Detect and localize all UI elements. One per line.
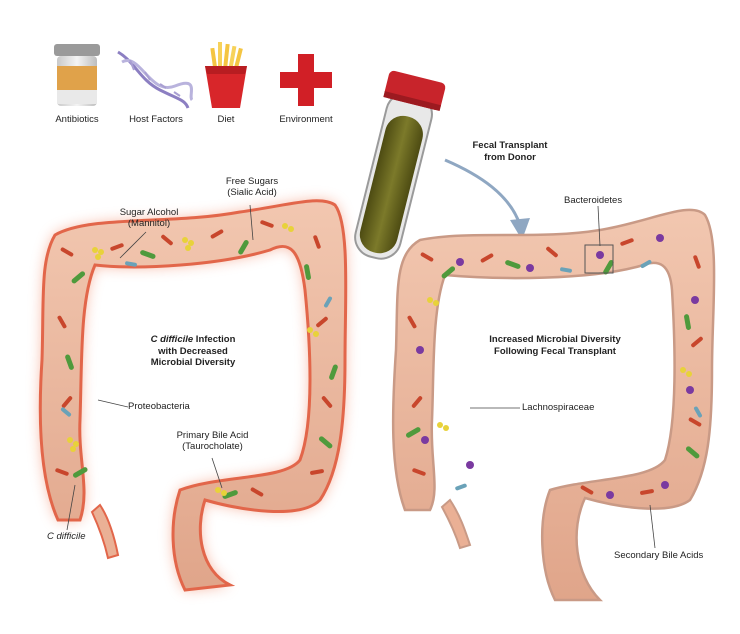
transplant-line1: Fecal Transplant [472,140,548,151]
proteobacteria-label: Proteobacteria [128,401,190,412]
secondary-bile-acids-label: Secondary Bile Acids [614,550,704,561]
right-colon-title: Increased Microbial Diversity Following … [470,334,640,357]
c-difficile-label: C difficile [47,531,86,542]
sugar-alcohol-line1: Sugar Alcohol [119,207,179,218]
lachnospiraceae-label: Lachnospiraceae [522,402,595,413]
sugar-alcohol-line2: (Mannitol) [127,218,171,229]
dna-icon [117,50,194,109]
sugar-alcohol-label: Sugar Alcohol (Mannitol) [104,207,194,229]
french-fries-icon [205,42,247,108]
free-sugars-line2: (Sialic Acid) [227,187,277,198]
right-colon [391,208,716,602]
fecal-sample-tube [354,70,446,260]
left-title-line3: Microbial Diversity [150,357,236,368]
transplant-label: Fecal Transplant from Donor [455,140,565,163]
leader-lines [66,204,656,549]
diet-label: Diet [217,114,235,125]
bacteroidetes-highlight-box [584,244,614,274]
left-colon-title: C difficile Infection with Decreased Mic… [128,334,258,369]
transplant-arrow [444,158,530,240]
bacteroidetes-label: Bacteroidetes [564,195,623,206]
left-colon [38,199,348,592]
right-colon-bacteria [405,234,703,499]
environment-label: Environment [279,114,333,125]
primary-bile-line1: Primary Bile Acid [176,430,249,441]
antibiotics-label: Antibiotics [55,114,99,125]
left-colon-bacteria [55,220,338,499]
right-title-line1: Increased Microbial Diversity [489,334,621,345]
right-title-line2: Following Fecal Transplant [494,345,616,357]
title-c-difficile: C difficile [150,334,194,345]
transplant-line2: from Donor [484,151,536,163]
free-sugars-line1: Free Sugars [225,176,279,187]
primary-bile-acid-label: Primary Bile Acid (Taurocholate) [165,430,260,452]
host-factors-label: Host Factors [129,114,183,125]
primary-bile-line2: (Taurocholate) [182,441,243,452]
red-cross-icon [280,54,332,106]
title-infection: Infection [193,334,236,345]
pill-bottle-icon [54,44,100,106]
left-title-line2: with Decreased [158,345,228,357]
free-sugars-label: Free Sugars (Sialic Acid) [207,176,297,198]
